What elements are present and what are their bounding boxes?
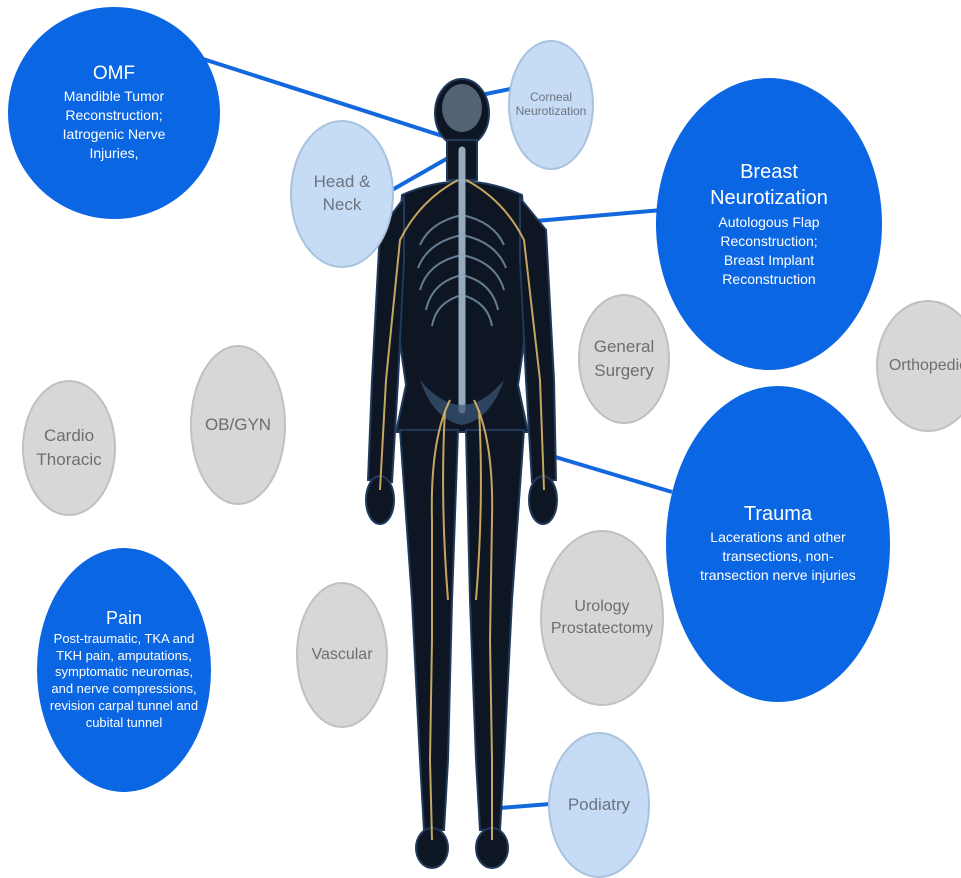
omf-circle: OMF Mandible Tumor Reconstruction; Iatro… <box>8 7 220 219</box>
cardio-thoracic-circle: Cardio Thoracic <box>22 380 116 516</box>
pain-title: Pain <box>106 608 142 629</box>
podiatry-title: Podiatry <box>568 795 630 815</box>
head-neck-title: Head & Neck <box>312 171 372 217</box>
pain-circle: Pain Post-traumatic, TKA and TKH pain, a… <box>37 548 211 792</box>
obgyn-circle: OB/GYN <box>190 345 286 505</box>
trauma-title: Trauma <box>744 503 812 526</box>
head-neck-circle: Head & Neck <box>290 120 394 268</box>
breast-detail: Autologous Flap Reconstruction; Breast I… <box>699 213 839 289</box>
general-surgery-title: General Surgery <box>590 335 658 383</box>
vascular-circle: Vascular <box>296 582 388 728</box>
urology-title: Urology Prostatectomy <box>547 596 657 641</box>
breast-title: Breast Neurotization <box>699 159 839 211</box>
breast-neurotization-circle: Breast Neurotization Autologous Flap Rec… <box>656 78 882 370</box>
podiatry-circle: Podiatry <box>548 732 650 878</box>
cardio-title: Cardio Thoracic <box>34 424 104 472</box>
obgyn-title: OB/GYN <box>205 415 271 435</box>
omf-detail: Mandible Tumor Reconstruction; Iatrogeni… <box>39 87 189 163</box>
trauma-detail: Lacerations and other transections, non-… <box>698 528 858 585</box>
corneal-title: Corneal Neurotization <box>514 91 588 119</box>
pain-detail: Post-traumatic, TKA and TKH pain, amputa… <box>44 631 204 732</box>
general-surgery-circle: General Surgery <box>578 294 670 424</box>
orthopedic-title: Orthopedic <box>889 357 961 375</box>
urology-circle: Urology Prostatectomy <box>540 530 664 706</box>
corneal-neurotization-circle: Corneal Neurotization <box>508 40 594 170</box>
vascular-title: Vascular <box>311 646 372 664</box>
trauma-circle: Trauma Lacerations and other transection… <box>666 386 890 702</box>
omf-title: OMF <box>93 63 135 85</box>
